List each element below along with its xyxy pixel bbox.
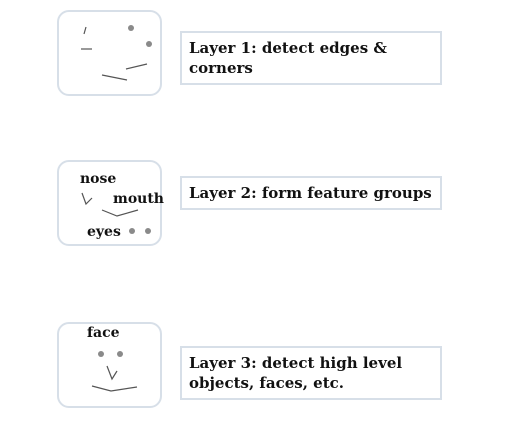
eye-dot: [145, 228, 151, 234]
layer-3-caption: Layer 3: detect high level objects, face…: [180, 346, 442, 400]
corner-dot: [146, 41, 152, 47]
face-illustration: [91, 351, 138, 392]
edge-stroke: [101, 74, 128, 81]
feature-groups-illustration: [81, 192, 151, 234]
layer-1-thumbnail: [57, 10, 162, 96]
eye-dot: [129, 228, 135, 234]
nose-label: nose: [80, 171, 117, 187]
layer-2-caption: Layer 2: form feature groups: [180, 176, 442, 210]
face-label: face: [87, 325, 120, 341]
eyes-label: eyes: [87, 224, 121, 240]
nose-shape: [106, 365, 118, 381]
layer-1-caption: Layer 1: detect edges & corners: [180, 31, 442, 85]
corner-dot: [128, 25, 134, 31]
eye-dot: [98, 351, 104, 357]
mouth-shape: [91, 385, 138, 392]
layer-2-thumbnail: nose mouth eyes: [57, 160, 164, 246]
edge-stroke: [125, 63, 148, 70]
nose-shape: [81, 192, 93, 206]
layer-3-thumbnail: face: [57, 322, 162, 408]
mouth-shape: [101, 209, 139, 217]
eye-dot: [117, 351, 123, 357]
mouth-label: mouth: [113, 191, 164, 207]
edge-stroke: [83, 26, 87, 35]
edges-corners-illustration: [81, 25, 152, 81]
